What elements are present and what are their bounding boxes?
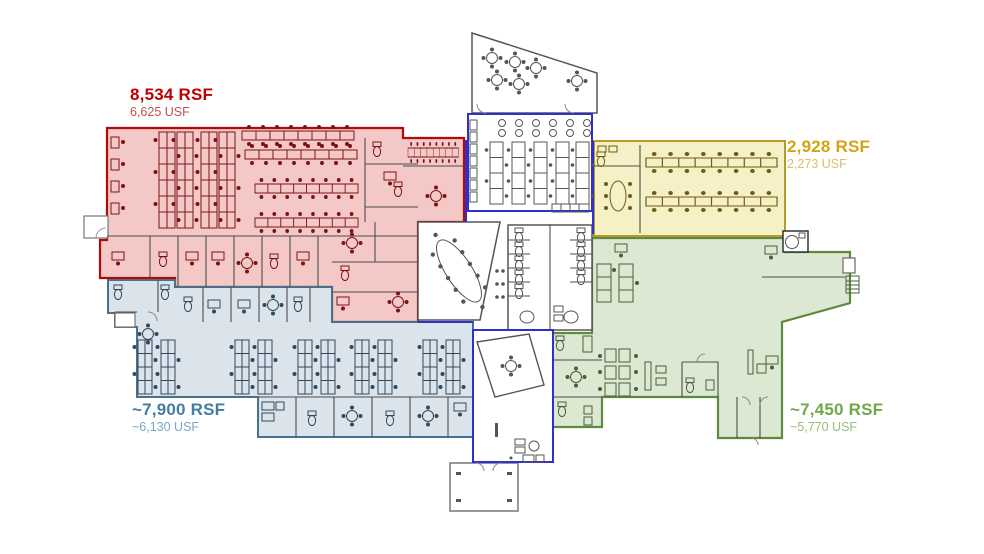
left-notch — [114, 312, 136, 328]
yellow-rsf-value: 2,928 RSF — [787, 137, 871, 156]
blue-walls — [115, 280, 473, 437]
restroom-fixtures — [514, 227, 586, 324]
red-walls — [107, 138, 464, 293]
zones — [98, 126, 852, 440]
dock-door — [842, 257, 856, 274]
green-rsf-value: ~7,450 RSF — [790, 400, 884, 419]
stair-room — [782, 230, 809, 253]
restroom-walls — [508, 225, 592, 330]
lobby-outline — [472, 329, 554, 463]
interior-walls — [107, 138, 845, 438]
training-room-furniture — [469, 119, 595, 463]
door-swings — [95, 103, 769, 472]
red-usf-value: 6,625 USF — [130, 105, 190, 120]
vestibule-columns — [456, 472, 512, 502]
red-rsf-value: 8,534 RSF — [130, 85, 214, 104]
green-usf-value: ~5,770 USF — [790, 420, 858, 435]
demising-lines — [418, 113, 594, 463]
oval-conference-table — [430, 232, 488, 310]
dock-ladder — [845, 275, 860, 294]
stair-room-fixture — [785, 232, 806, 249]
zone-yellow — [593, 140, 786, 237]
red-zone-furniture — [110, 124, 459, 313]
zone-label-yellow: 2,928 RSF 2,273 USF — [787, 137, 871, 172]
blue-rsf-value: ~7,900 RSF — [132, 400, 226, 419]
zone-label-red: 8,534 RSF 6,625 USF — [130, 85, 214, 120]
blue-zone-furniture — [113, 284, 467, 427]
green-walls — [552, 276, 845, 438]
zone-label-green: ~7,450 RSF ~5,770 USF — [790, 400, 884, 435]
green-zone-furniture — [555, 243, 860, 426]
conference-oval-room — [417, 221, 501, 321]
blue-usf-value: ~6,130 USF — [132, 420, 200, 435]
yellow-usf-value: 2,273 USF — [787, 157, 847, 172]
corridor-chairs — [495, 269, 505, 299]
yellow-zone-furniture — [596, 145, 778, 213]
zone-label-blue: ~7,900 RSF ~6,130 USF — [132, 400, 226, 435]
